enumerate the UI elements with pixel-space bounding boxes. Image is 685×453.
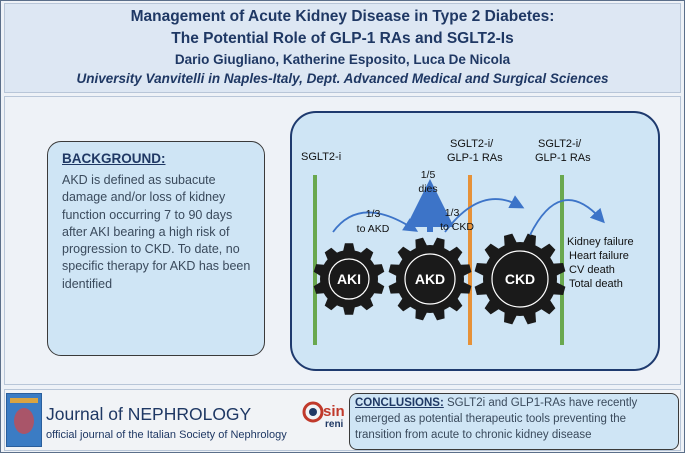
- gear-akd: [388, 237, 472, 321]
- arrow-aki-to-akd: [332, 211, 419, 233]
- title-line-2: The Potential Role of GLP-1 RAs and SGLT…: [171, 30, 514, 47]
- g3-body: [474, 233, 566, 325]
- arrow-label-dies-2: dies: [418, 183, 437, 195]
- g1-ring: [328, 258, 370, 300]
- arrow-label-dies-1: 1/5: [421, 169, 436, 181]
- g2-ring: [404, 253, 456, 305]
- outcome-kidney-failure: Kidney failure: [567, 236, 634, 248]
- diagram-panel: [290, 111, 660, 371]
- arrow-ckd-to-outcomes: [529, 199, 605, 236]
- gear-label-akd: AKD: [415, 271, 445, 287]
- header: Management of Acute Kidney Disease in Ty…: [4, 3, 681, 93]
- gear-ckd: [474, 233, 566, 325]
- journal-subtitle: official journal of the Italian Society …: [46, 429, 287, 441]
- arrow-akd-to-ckd: [444, 195, 525, 233]
- title-line-1: Management of Acute Kidney Disease in Ty…: [130, 8, 555, 25]
- line-label-sglt2i-glp1-a1: SGLT2-i/: [450, 138, 494, 150]
- line-label-sglt2i: SGLT2-i: [301, 151, 341, 163]
- journal-cover-image: [6, 393, 42, 447]
- conclusions-box: [349, 393, 679, 450]
- conclusions-text: SGLT2i and GLP1-RAs have recently emerge…: [355, 397, 638, 441]
- logo-text: sin: [323, 403, 345, 420]
- line-label-sglt2i-glp1-b2: GLP-1 RAs: [535, 152, 591, 164]
- conclusions-heading: CONCLUSIONS:: [355, 397, 444, 409]
- gear-label-aki: AKI: [337, 271, 361, 287]
- background-heading: BACKGROUND:: [62, 151, 166, 166]
- conclusions: CONCLUSIONS: SGLT2i and GLP1-RAs have re…: [355, 395, 675, 443]
- gear-label-ckd: CKD: [505, 271, 535, 287]
- outcome-total-death: Total death: [569, 278, 623, 290]
- g2-body: [388, 237, 472, 321]
- line-label-sglt2i-glp1-a2: GLP-1 RAs: [447, 152, 503, 164]
- arrow-label-ckd-1: 1/3: [445, 207, 460, 219]
- affiliation: University Vanvitelli in Naples-Italy, D…: [76, 71, 609, 86]
- authors: Dario Giugliano, Katherine Esposito, Luc…: [174, 52, 511, 67]
- outcome-heart-failure: Heart failure: [569, 250, 629, 262]
- arrow-label-ckd-2: to CKD: [440, 221, 474, 233]
- arrow-label-aki-1: 1/3: [366, 208, 381, 220]
- background-text: AKD is defined as subacute damage and/or…: [62, 173, 251, 291]
- cover-band: [10, 398, 38, 403]
- journal-title: Journal of NEPHROLOGY: [46, 404, 252, 424]
- sin-logo: sin reni: [302, 401, 345, 430]
- logo-sub: reni: [325, 419, 344, 430]
- background-box: [47, 141, 265, 356]
- outcome-cv-death: CV death: [569, 264, 615, 276]
- g1-body: [313, 243, 385, 315]
- arrow-label-aki-2: to AKD: [357, 223, 390, 235]
- g3-ring: [491, 250, 549, 308]
- line-label-sglt2i-glp1-b1: SGLT2-i/: [538, 138, 582, 150]
- cover-kidney: [14, 408, 34, 434]
- gear-aki: [313, 243, 385, 315]
